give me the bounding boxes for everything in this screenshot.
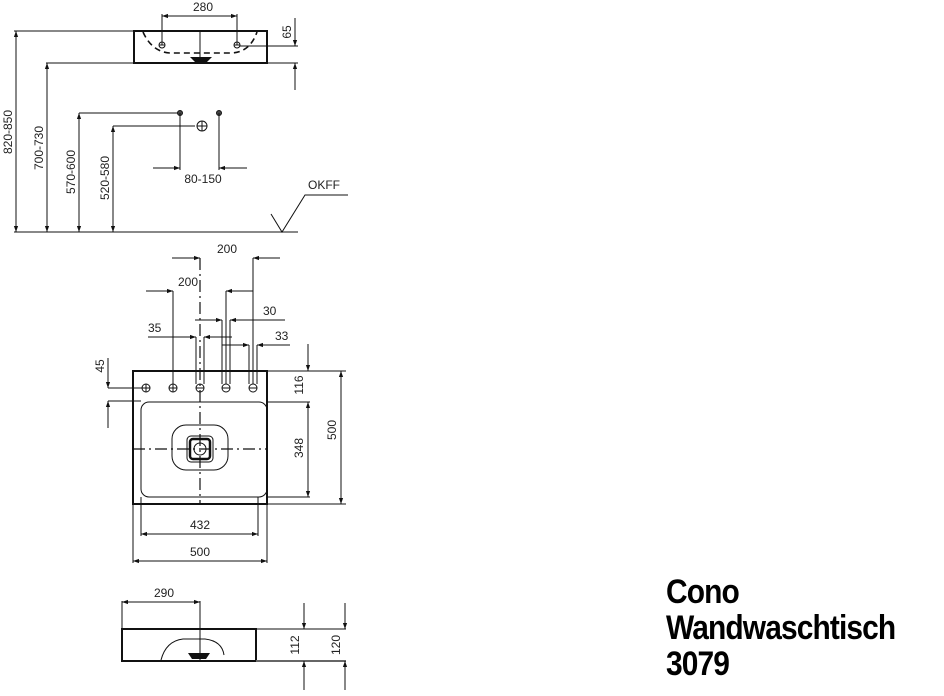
front-view: 280 65 820-850 700-730 570-600 520-580 [1, 0, 348, 233]
title-block: Cono Wandwaschtisch 3079 [666, 574, 927, 682]
product-series: Cono [666, 573, 740, 611]
dim-700-730: 700-730 [32, 126, 46, 170]
dim-120: 120 [329, 635, 343, 655]
dim-820-850: 820-850 [1, 110, 15, 154]
top-view: 200 200 30 35 33 45 116 348 500 [93, 242, 346, 564]
basin-side-outline [121, 628, 257, 662]
dim-33: 33 [275, 329, 289, 343]
dim-348: 348 [292, 438, 306, 458]
dim-432: 432 [190, 518, 210, 532]
dim-35: 35 [148, 321, 162, 335]
bowl-hidden-line [142, 31, 258, 54]
dim-570-600: 570-600 [64, 150, 78, 194]
dim-290: 290 [154, 586, 174, 600]
dim-200-upper: 200 [217, 242, 237, 256]
dim-500-depth: 500 [325, 420, 339, 440]
dim-520-580: 520-580 [98, 156, 112, 200]
dim-45: 45 [93, 359, 107, 373]
dim-30: 30 [263, 304, 277, 318]
dim-500-width: 500 [190, 545, 210, 559]
dim-116: 116 [292, 375, 306, 394]
product-number: 3079 [666, 645, 730, 683]
dim-80-150: 80-150 [184, 172, 222, 186]
label-okff: OKFF [308, 178, 340, 192]
side-view: 290 112 120 [121, 586, 348, 690]
dim-200-lower: 200 [178, 275, 198, 289]
dim-112: 112 [288, 635, 302, 654]
product-type: Wandwaschtisch [666, 609, 896, 647]
dim-65: 65 [280, 25, 294, 39]
floor-level-symbol [270, 194, 348, 233]
dim-280: 280 [193, 0, 213, 14]
